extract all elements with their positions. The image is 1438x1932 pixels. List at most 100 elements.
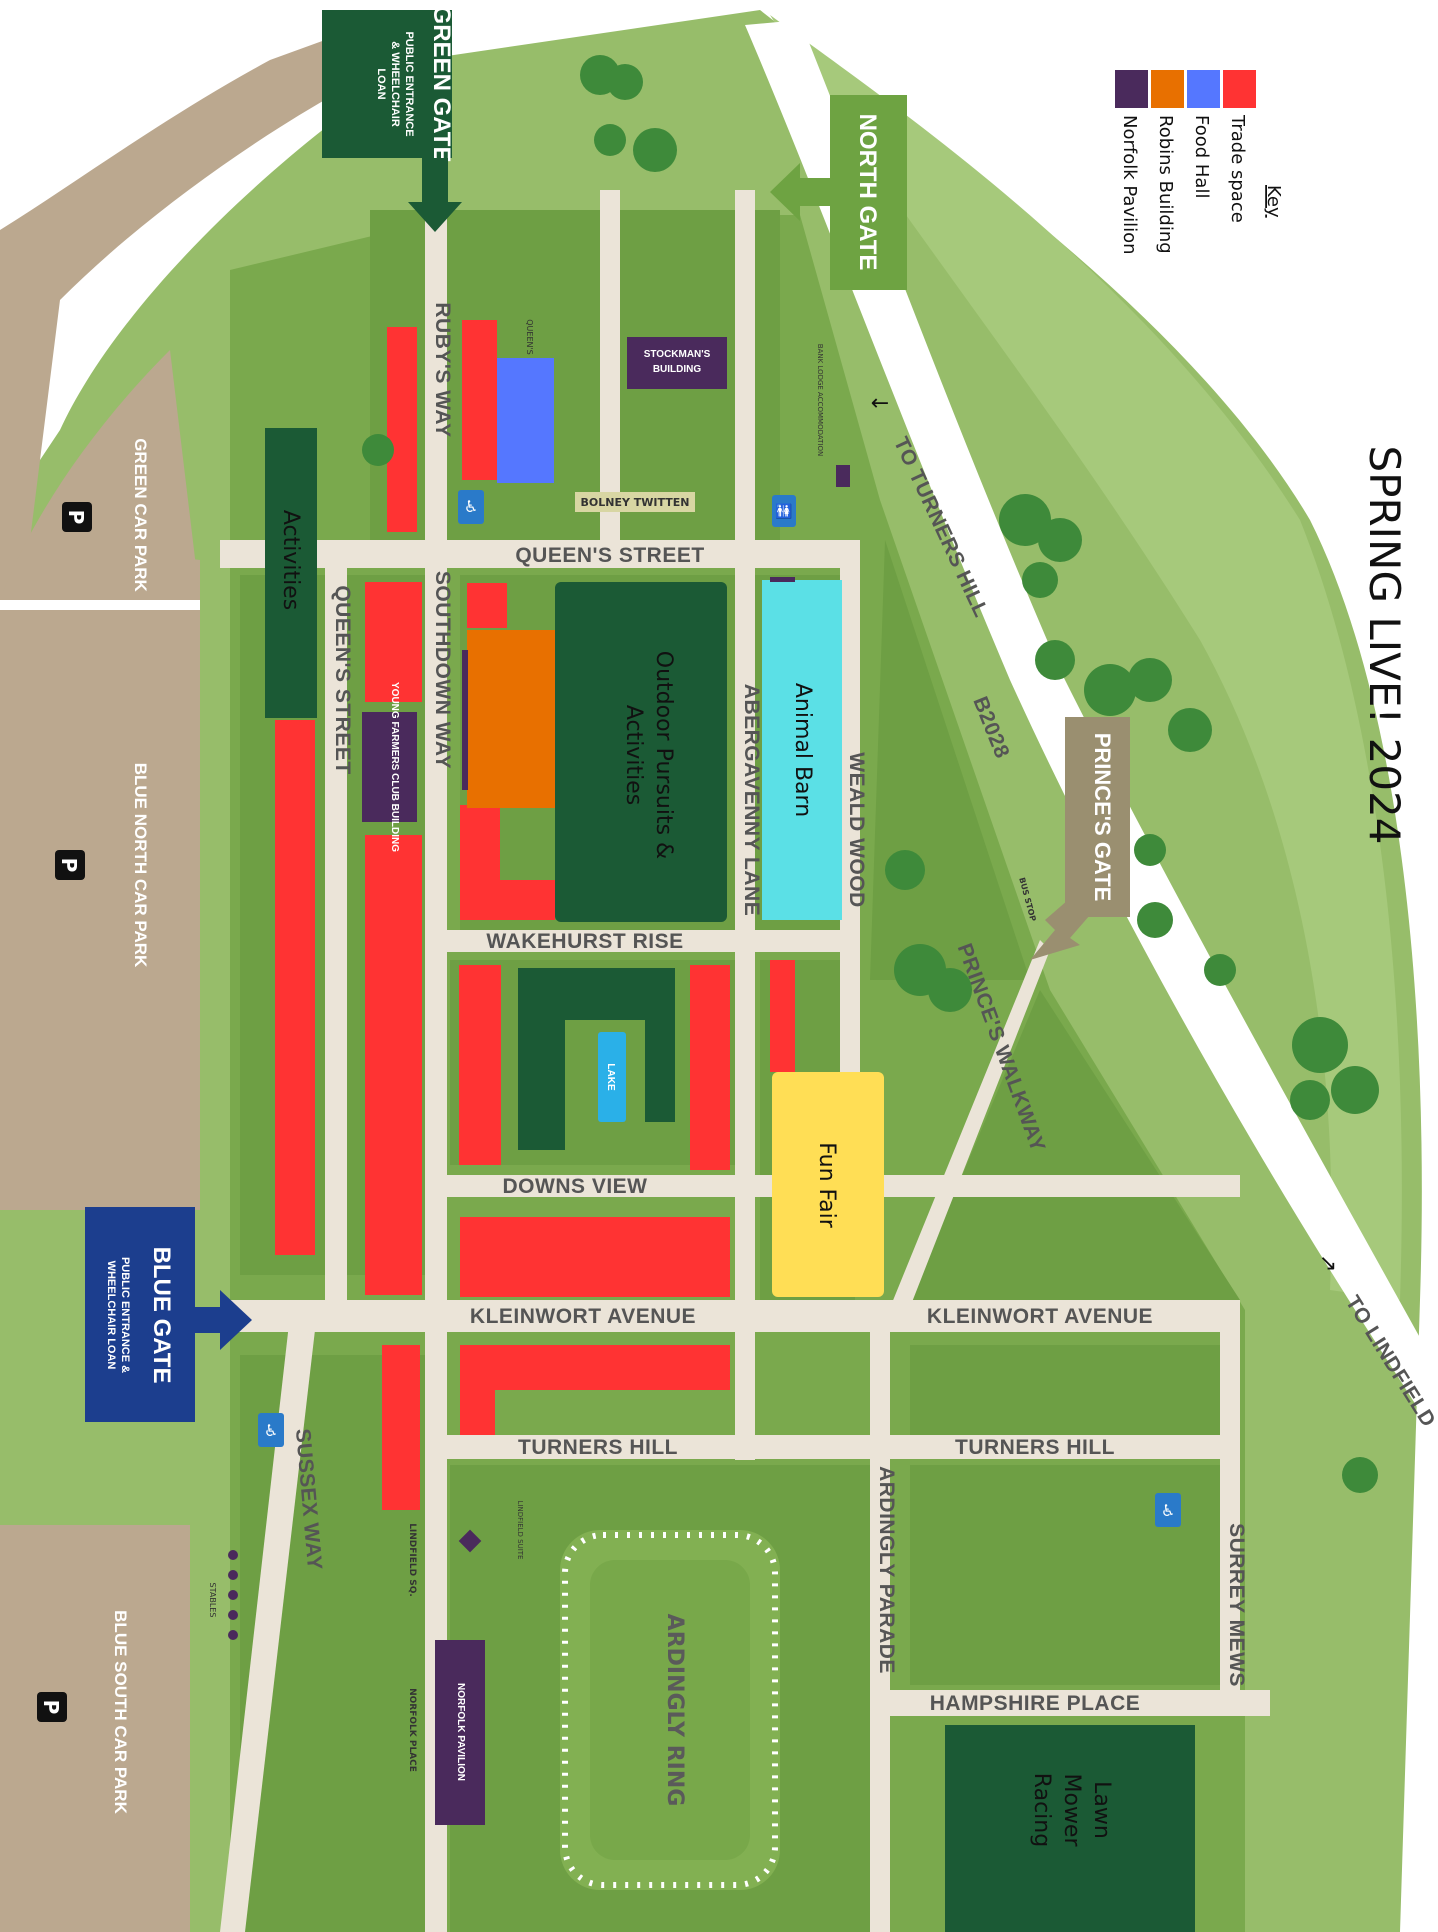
blue-gate-arrow-icon bbox=[195, 1290, 252, 1350]
toilet-symbol-2: 🚻 bbox=[775, 503, 792, 520]
toilets-icons bbox=[258, 490, 1181, 1527]
key-label-trade-space: Trade space bbox=[1227, 114, 1248, 223]
upper-grass bbox=[770, 15, 1402, 1300]
ardingly-parade-label: ARDINGLY PARADE bbox=[875, 1466, 898, 1674]
fun-fair-zone bbox=[772, 1072, 884, 1297]
b2028-road bbox=[745, 20, 1438, 1440]
surrey-mews-label: SURREY MEWS bbox=[1225, 1523, 1248, 1687]
ardingly-ring-area bbox=[560, 1530, 780, 1890]
animal-barn-zone bbox=[762, 580, 842, 920]
key-heading: Key bbox=[1263, 185, 1284, 218]
north-gate-title: NORTH GATE bbox=[854, 114, 881, 271]
lake-enclosure bbox=[518, 968, 675, 1150]
key-swatch-trade-space bbox=[1223, 70, 1256, 108]
animal-barn-label: Animal Barn bbox=[790, 683, 815, 817]
toilet-symbol-3: ♿ bbox=[264, 1421, 278, 1440]
blue-south-car-park-label: BLUE SOUTH CAR PARK bbox=[111, 1610, 130, 1814]
queens-label: QUEEN'S bbox=[525, 319, 534, 355]
internal-roads bbox=[220, 190, 1270, 1932]
key-label-robins-building: Robins Building bbox=[1155, 115, 1176, 254]
weald-wood-label: WEALD WOOD bbox=[845, 752, 868, 907]
blue-gate[interactable]: BLUE GATE PUBLIC ENTRANCE & WHEELCHAIR L… bbox=[85, 1207, 195, 1422]
princes-gate-arrow-icon bbox=[1030, 900, 1090, 960]
norfolk-pavilion-label: NORFOLK PAVILION bbox=[455, 1683, 466, 1781]
lawn-mower-label-1: Lawn bbox=[1089, 1781, 1114, 1839]
green-gate-sub3: LOAN bbox=[375, 68, 387, 99]
blue-north-car-park-label: BLUE NORTH CAR PARK bbox=[131, 763, 150, 968]
lawn-mower-label-3: Racing bbox=[1029, 1773, 1054, 1847]
princes-gate[interactable]: PRINCE'S GATE bbox=[1065, 717, 1130, 917]
toilet-symbol-4: ♿ bbox=[1161, 1501, 1175, 1520]
lawn-mower-racing-zone bbox=[945, 1725, 1195, 1932]
key-swatch-norfolk-pavilion bbox=[1115, 70, 1148, 108]
activities-zone bbox=[265, 428, 317, 718]
tree-icons bbox=[362, 55, 1379, 1493]
fun-fair-label: Fun Fair bbox=[814, 1142, 839, 1229]
green-car-park-label: GREEN CAR PARK bbox=[131, 438, 150, 592]
turners-hill-2-label: TURNERS HILL bbox=[955, 1436, 1115, 1459]
stockmans-building bbox=[627, 337, 727, 389]
activities-label: Activities bbox=[278, 510, 303, 610]
blue-gate-title: BLUE GATE bbox=[148, 1247, 175, 1384]
kleinwort-avenue-2-label: KLEINWORT AVENUE bbox=[927, 1305, 1153, 1328]
young-farmers-building bbox=[362, 712, 417, 822]
parking-symbol-2: P bbox=[57, 858, 81, 873]
bank-lodge-label: BANK LODGE ACCOMMODATION bbox=[816, 344, 824, 456]
lake-label: LAKE bbox=[605, 1063, 616, 1091]
green-car-park-lot bbox=[0, 350, 200, 600]
food-hall bbox=[497, 358, 554, 483]
key-label-norfolk-pavilion: Norfolk Pavilion bbox=[1119, 115, 1140, 255]
key-label-food-hall: Food Hall bbox=[1191, 115, 1212, 198]
outdoor-pursuits-zone bbox=[555, 582, 727, 922]
bolney-twitten-label: BOLNEY TWITTEN bbox=[581, 496, 690, 509]
lindfield-arrow-icon: ↘ bbox=[1319, 1251, 1337, 1276]
turners-hill-arrow-icon: ← bbox=[871, 391, 889, 416]
north-gate[interactable]: NORTH GATE bbox=[830, 95, 907, 290]
map-key: Key Trade space Food Hall Robins Buildin… bbox=[1115, 70, 1284, 255]
blue-south-car-park bbox=[0, 1525, 190, 1932]
wakehurst-rise-label: WAKEHURST RISE bbox=[486, 930, 683, 953]
lindfield-suite-icon bbox=[458, 1529, 482, 1553]
queens-street-left-label: QUEEN'S STREET bbox=[331, 585, 354, 774]
stockmans-label-1: STOCKMAN'S bbox=[644, 349, 711, 360]
parking-signs bbox=[37, 502, 92, 1722]
green-gate-sub2: & WHEELCHAIR bbox=[389, 41, 401, 127]
parking-symbol-1: P bbox=[64, 510, 88, 525]
key-swatch-food-hall bbox=[1187, 70, 1220, 108]
lawn-mower-label-2: Mower bbox=[1059, 1773, 1084, 1847]
bank-lodge-icon bbox=[836, 465, 850, 487]
green-gate-arrow-icon bbox=[408, 158, 462, 232]
green-gate[interactable]: GREEN GATE PUBLIC ENTRANCE & WHEELCHAIR … bbox=[322, 6, 455, 163]
turners-hill-1-label: TURNERS HILL bbox=[518, 1436, 678, 1459]
blue-gate-sub1: PUBLIC ENTRANCE & bbox=[119, 1257, 131, 1373]
abergavenny-lane-label: ABERGAVENNY LANE bbox=[740, 684, 763, 916]
stockmans-label-2: BUILDING bbox=[653, 364, 702, 375]
rubys-way-label: RUBY'S WAY bbox=[431, 302, 454, 437]
young-farmers-label: YOUNG FARMERS CLUB BUILDING bbox=[389, 682, 400, 852]
lindfield-suite-label: LINDFIELD SUITE bbox=[516, 1501, 524, 1560]
trade-space-blocks bbox=[275, 320, 795, 1510]
lindfield-sq-label: LINDFIELD SQ. bbox=[407, 1523, 417, 1597]
hampshire-place-label: HAMPSHIRE PLACE bbox=[930, 1692, 1141, 1715]
green-gate-sub1: PUBLIC ENTRANCE bbox=[403, 31, 415, 136]
stables-markers bbox=[228, 1550, 238, 1640]
princes-gate-title: PRINCE'S GATE bbox=[1090, 733, 1115, 902]
southdown-way-label: SOUTHDOWN WAY bbox=[431, 571, 454, 769]
toilet-symbol-1: ♿ bbox=[464, 497, 478, 516]
outdoor-pursuits-label-2: Activities bbox=[621, 705, 646, 805]
downs-view-label: DOWNS VIEW bbox=[503, 1175, 648, 1198]
kleinwort-avenue-1-label: KLEINWORT AVENUE bbox=[470, 1305, 696, 1328]
key-swatch-robins-building bbox=[1151, 70, 1184, 108]
queens-street-top-label: QUEEN'S STREET bbox=[515, 544, 704, 567]
norfolk-pavilion-building bbox=[435, 1640, 485, 1825]
parking-symbol-3: P bbox=[39, 1700, 63, 1715]
robins-building bbox=[467, 630, 557, 808]
green-gate-title: GREEN GATE bbox=[428, 6, 455, 163]
outdoor-pursuits-label-1: Outdoor Pursuits & bbox=[651, 651, 676, 859]
stables-label: STABLES bbox=[208, 1583, 217, 1618]
lake bbox=[598, 1032, 626, 1122]
blue-north-car-park bbox=[0, 610, 200, 1210]
map-title: SPRING LIVE! 2024 bbox=[1360, 446, 1409, 845]
blue-gate-sub2: WHEELCHAIR LOAN bbox=[105, 1261, 117, 1370]
